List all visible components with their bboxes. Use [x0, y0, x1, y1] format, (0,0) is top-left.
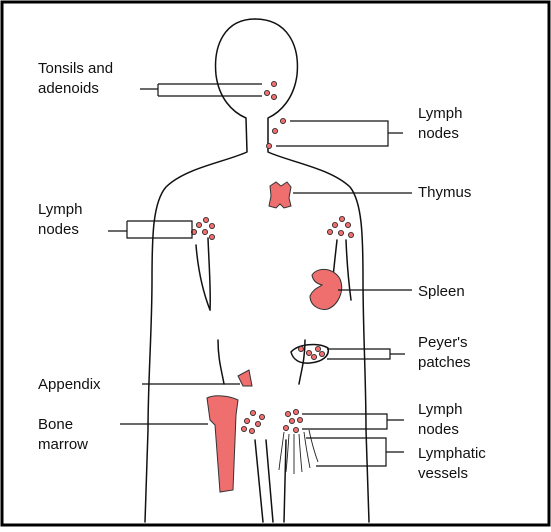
label-groin-lymph-line2: nodes — [418, 421, 459, 438]
label-lymphatic-line1: Lymphatic — [418, 445, 486, 462]
label-lymphatic-line2: vessels — [418, 465, 468, 482]
label-neck-lymph-line2: nodes — [418, 125, 459, 142]
label-neck-lymph-line1: Lymph — [418, 105, 462, 122]
label-bone-marrow-line1: Bone — [38, 416, 73, 433]
label-appendix: Appendix — [38, 376, 101, 393]
label-axilla-lymph-line1: Lymph — [38, 201, 82, 218]
label-groin-lymph-line1: Lymph — [418, 401, 462, 418]
label-thymus: Thymus — [418, 184, 471, 201]
thymus-organ — [269, 182, 291, 208]
label-tonsils-line1: Tonsils and — [38, 60, 113, 77]
label-peyers-line1: Peyer's — [418, 334, 468, 351]
label-spleen: Spleen — [418, 283, 465, 300]
label-bone-marrow-line2: marrow — [38, 436, 88, 453]
label-tonsils-line2: adenoids — [38, 80, 99, 97]
label-axilla-lymph-line2: nodes — [38, 221, 79, 238]
label-peyers-line2: patches — [418, 354, 471, 371]
